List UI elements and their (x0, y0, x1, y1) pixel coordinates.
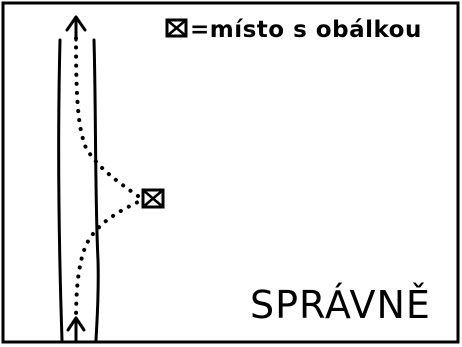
road-right-edge (92, 38, 100, 342)
arrow-up-entry-icon (66, 316, 86, 342)
arrow-up-icon (65, 15, 87, 42)
legend-envelope-icon (165, 18, 188, 38)
dotted-path-to-envelope (74, 200, 140, 324)
envelope-box-icon (141, 188, 165, 209)
road-left-edge (57, 38, 64, 342)
dotted-path-from-envelope (74, 36, 140, 198)
verdict-label: SPRÁVNĚ (250, 283, 431, 327)
legend-text: =místo s obálkou (190, 17, 422, 43)
